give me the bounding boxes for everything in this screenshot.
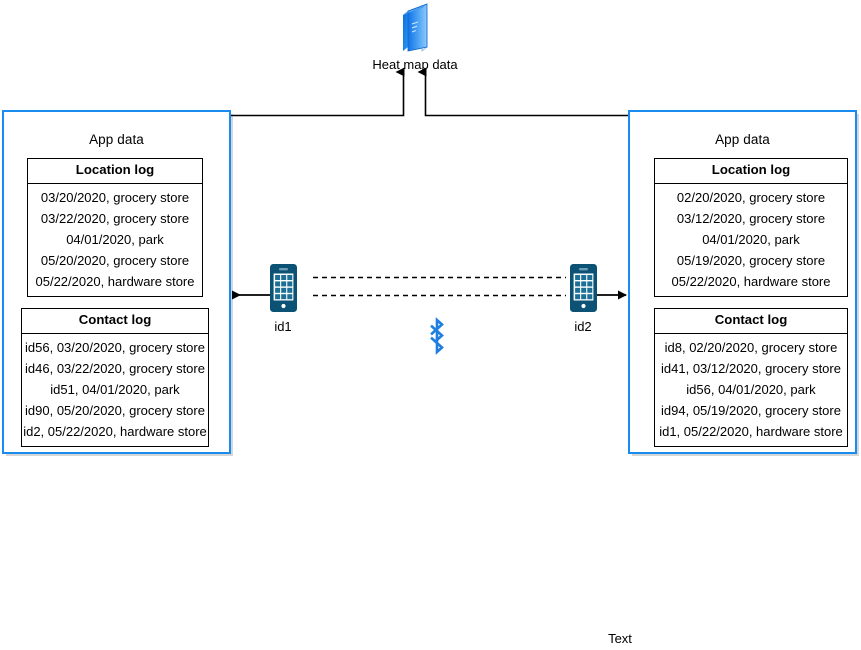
phone-label-id2: id2 <box>574 319 592 334</box>
table-row: id56, 03/20/2020, grocery store <box>25 339 205 355</box>
contact-log-table-left: Contact log id56, 03/20/2020, grocery st… <box>21 308 209 447</box>
table-row: 04/01/2020, park <box>702 231 800 247</box>
phone-node-id2: id2 <box>548 264 618 334</box>
bluetooth-exchange-links <box>313 276 566 297</box>
location-log-header-left: Location log <box>28 159 202 184</box>
table-row: id90, 05/20/2020, grocery store <box>25 402 205 418</box>
app-data-title-right: App data <box>715 132 770 147</box>
table-row: id8, 02/20/2020, grocery store <box>664 339 838 355</box>
book-3d-icon <box>403 3 428 52</box>
location-log-table-right: Location log 02/20/2020, grocery store 0… <box>654 158 848 297</box>
location-log-table-left: Location log 03/20/2020, grocery store 0… <box>27 158 203 297</box>
contact-log-header-right: Contact log <box>655 309 847 334</box>
table-row: 05/22/2020, hardware store <box>35 273 195 289</box>
table-row: id41, 03/12/2020, grocery store <box>661 360 841 376</box>
contact-log-rows-left: id56, 03/20/2020, grocery store id46, 03… <box>22 334 208 446</box>
table-row: id51, 04/01/2020, park <box>50 381 180 397</box>
table-row: 05/19/2020, grocery store <box>676 252 826 268</box>
table-row: 04/01/2020, park <box>66 231 164 247</box>
table-row: id46, 03/22/2020, grocery store <box>25 360 205 376</box>
contact-log-table-right: Contact log id8, 02/20/2020, grocery sto… <box>654 308 848 447</box>
table-row: 03/20/2020, grocery store <box>40 189 190 205</box>
table-row: 02/20/2020, grocery store <box>676 189 826 205</box>
connector-left-to-heatmap <box>201 67 405 158</box>
bluetooth-icon <box>430 317 444 355</box>
smartphone-icon <box>269 264 297 312</box>
table-row: 05/22/2020, hardware store <box>671 273 831 289</box>
contact-log-header-left: Contact log <box>22 309 208 334</box>
location-log-rows-left: 03/20/2020, grocery store 03/22/2020, gr… <box>28 184 202 296</box>
table-row: id1, 05/22/2020, hardware store <box>659 423 843 439</box>
phone-label-id1: id1 <box>274 319 292 334</box>
bottom-text-label: Text <box>608 631 632 646</box>
table-row: id2, 05/22/2020, hardware store <box>23 423 207 439</box>
table-row: id56, 04/01/2020, park <box>686 381 816 397</box>
table-row: 05/20/2020, grocery store <box>40 252 190 268</box>
heatmap-label: Heat map data <box>372 57 458 72</box>
app-data-title-left: App data <box>89 132 144 147</box>
table-row: 03/12/2020, grocery store <box>676 210 826 226</box>
table-row: 03/22/2020, grocery store <box>40 210 190 226</box>
table-row: id94, 05/19/2020, grocery store <box>661 402 841 418</box>
contact-log-rows-right: id8, 02/20/2020, grocery store id41, 03/… <box>655 334 847 446</box>
location-log-header-right: Location log <box>655 159 847 184</box>
smartphone-icon <box>569 264 597 312</box>
heatmap-node: Heat map data <box>355 2 475 72</box>
location-log-rows-right: 02/20/2020, grocery store 03/12/2020, gr… <box>655 184 847 296</box>
phone-node-id1: id1 <box>248 264 318 334</box>
